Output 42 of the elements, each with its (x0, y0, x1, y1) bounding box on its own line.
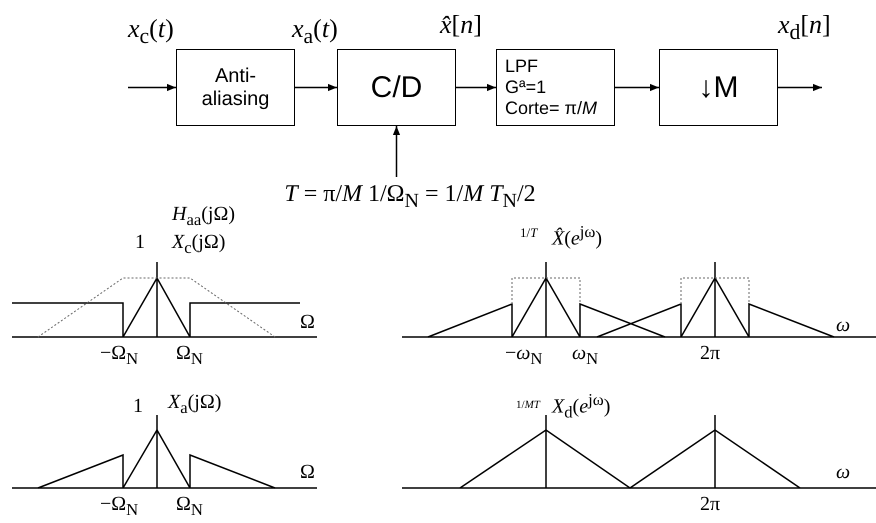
signal-label: x$_{c}$(t) (128, 16, 174, 48)
converter-block (337, 49, 456, 126)
signal-label: x$_{a}$(t) (292, 16, 338, 48)
scale-label: 1/MT (516, 400, 540, 411)
axis-label: Ω (300, 462, 315, 482)
signal-label: x̂[n] (440, 12, 482, 38)
tick-label: 2π (700, 343, 720, 363)
downsampler-block (659, 49, 778, 126)
tick-label: −Ω$_{N}$ (100, 494, 138, 519)
formula-text: T = π/M 1/Ω$_{N}$ = 1/M T$_{N}$/2 (284, 181, 536, 213)
block-label: ↓M (698, 70, 738, 104)
axis-label: ω (836, 462, 850, 482)
block-label: Anti-aliasing (200, 64, 270, 110)
block-label: Corte= π/M (505, 98, 597, 119)
axis-label: ω (836, 315, 850, 335)
filter-block (176, 49, 295, 126)
arrow (128, 84, 176, 92)
tick-label: 2π (700, 494, 720, 514)
filter-block (496, 49, 615, 126)
arrow (456, 84, 496, 92)
tick-label: −ω$_{N}$ (505, 343, 542, 368)
block-label: LPF (505, 56, 538, 77)
arrow (615, 84, 659, 92)
scale-label: 1/T (520, 226, 538, 239)
tick-label: −Ω$_{N}$ (100, 343, 138, 368)
peak-value: 1 (135, 232, 145, 252)
arrow (392, 126, 400, 177)
signal-label: x$_{d}$[n] (778, 12, 831, 44)
axis-label: Ω (300, 312, 315, 332)
block-label: Gª=1 (505, 77, 546, 98)
function-label: X$_{d}$(e$^{jω}$) (552, 392, 610, 422)
function-label: X$_{a}$(jΩ) (168, 392, 222, 417)
function-label: X̂(e$^{jω}$) (552, 224, 602, 249)
arrow (295, 84, 337, 92)
arrow (778, 84, 822, 92)
tick-label: ω$_{N}$ (572, 343, 598, 368)
peak-value: 1 (133, 396, 143, 416)
tick-label: Ω$_{N}$ (176, 343, 203, 368)
tick-label: Ω$_{N}$ (176, 494, 203, 519)
block-label: C/D (370, 70, 422, 104)
function-label: H$_{aa}$(jΩ) (172, 204, 235, 229)
function-label: X$_{c}$(jΩ) (172, 232, 226, 257)
